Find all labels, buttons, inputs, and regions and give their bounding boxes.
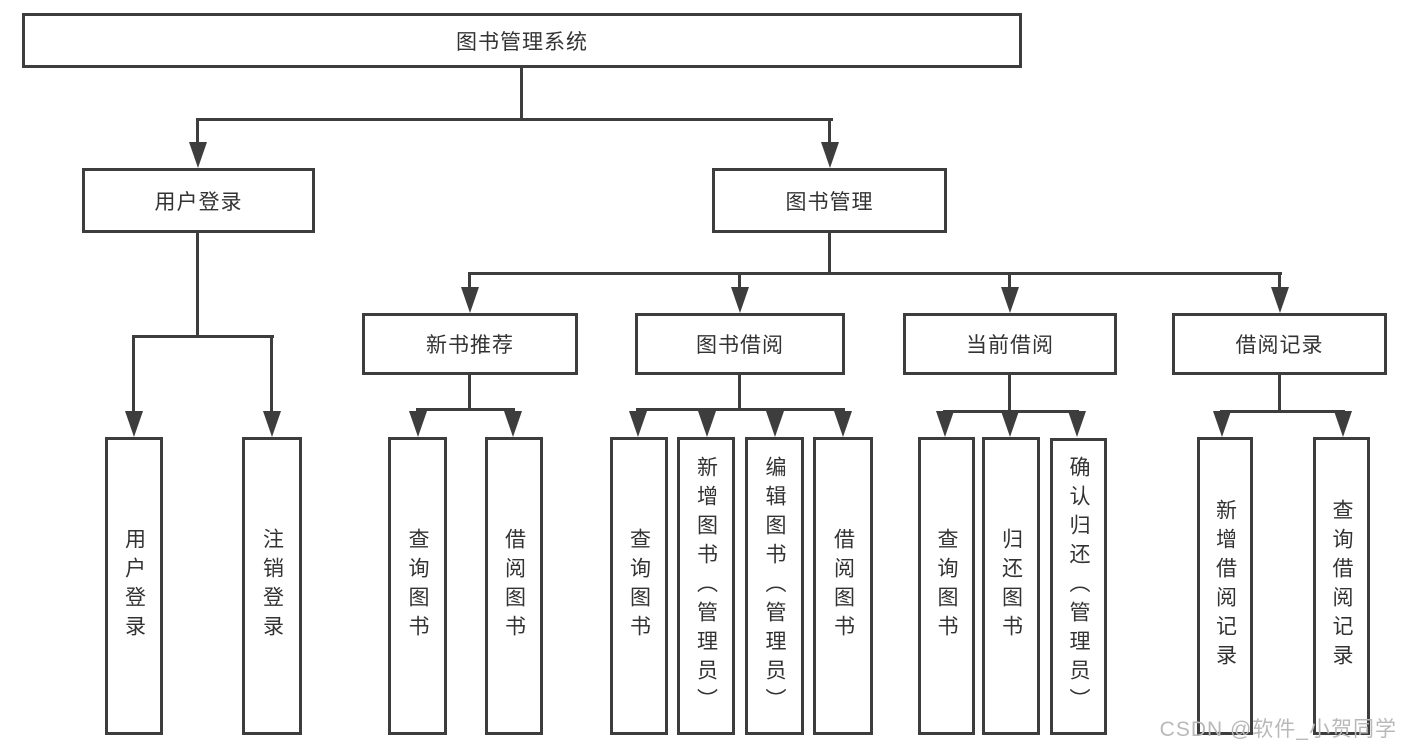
arrowhead-bb-borrow xyxy=(834,411,852,437)
leaf-bb-add-books-admin: 新增图书（管理员） xyxy=(677,437,735,735)
node-book-management: 图书管理 xyxy=(712,168,947,233)
leaf-bb-edit-books-admin: 编辑图书（管理员） xyxy=(745,437,804,735)
arrowhead-cb-return xyxy=(1001,411,1019,437)
connector-drop-book-mgmt xyxy=(828,121,831,144)
connector-drop-borrowing xyxy=(738,275,741,288)
arrowhead-bb-query xyxy=(629,411,647,437)
arrowhead-borrowing xyxy=(731,287,749,313)
connector-drop-records xyxy=(1278,275,1281,288)
arrowhead-new-book xyxy=(461,287,479,313)
leaf-label: 新增图书（管理员） xyxy=(694,455,718,717)
leaf-label: 借阅图书 xyxy=(831,528,855,644)
arrowhead-user-login xyxy=(189,142,207,168)
connector-drop-leaf-login xyxy=(132,338,135,411)
arrowhead-leaf-logout xyxy=(263,411,281,437)
arrowhead-records xyxy=(1271,287,1289,313)
arrowhead-book-mgmt xyxy=(821,142,839,168)
arrowhead-bb-add xyxy=(698,411,716,437)
connector-drop-current xyxy=(1008,275,1011,288)
connector-user-login-bus xyxy=(132,335,274,338)
leaf-bb-query-books: 查询图书 xyxy=(610,437,668,735)
arrowhead-cb-query xyxy=(936,411,954,437)
leaf-nb-borrow-books: 借阅图书 xyxy=(485,437,543,735)
connector-root-stem xyxy=(520,68,523,118)
connector-records-stem xyxy=(1278,375,1281,410)
connector-new-book-stem xyxy=(468,375,471,408)
arrowhead-rec-query xyxy=(1334,411,1352,437)
leaf-rec-query-record: 查询借阅记录 xyxy=(1313,437,1370,735)
connector-user-login-stem xyxy=(196,233,199,335)
connector-drop-new-book xyxy=(468,275,471,288)
node-borrowing-records: 借阅记录 xyxy=(1172,313,1387,375)
leaf-nb-query-books: 查询图书 xyxy=(388,437,447,735)
arrowhead-leaf-login xyxy=(125,411,143,437)
arrowhead-current xyxy=(1001,287,1019,313)
node-book-borrowing: 图书借阅 xyxy=(635,313,845,375)
node-current-borrowing: 当前借阅 xyxy=(903,313,1117,375)
leaf-cb-query-books: 查询图书 xyxy=(918,437,975,735)
connector-drop-user-login xyxy=(196,121,199,144)
node-root: 图书管理系统 xyxy=(22,13,1022,68)
leaf-label: 用户登录 xyxy=(122,528,146,644)
connector-level3-bus xyxy=(468,272,1282,275)
leaf-label: 查询图书 xyxy=(627,528,651,644)
leaf-label: 确认归还（管理员） xyxy=(1067,456,1090,717)
leaf-label: 查询图书 xyxy=(406,528,429,644)
node-user-login: 用户登录 xyxy=(82,168,315,233)
connector-drop-leaf-logout xyxy=(270,338,273,411)
leaf-label: 注销登录 xyxy=(260,528,284,644)
csdn-watermark: CSDN @软件_小贺同学 xyxy=(1159,718,1397,741)
arrowhead-rec-add xyxy=(1213,411,1231,437)
leaf-logout: 注销登录 xyxy=(242,437,302,735)
connector-records-bus xyxy=(1220,410,1345,413)
arrowhead-bb-edit xyxy=(766,411,784,437)
leaf-label: 查询借阅记录 xyxy=(1330,499,1353,673)
node-new-book-recommend: 新书推荐 xyxy=(362,313,578,375)
connector-current-stem xyxy=(1008,375,1011,410)
leaf-label: 归还图书 xyxy=(999,528,1023,644)
leaf-label: 编辑图书（管理员） xyxy=(763,455,786,717)
leaf-rec-add-record: 新增借阅记录 xyxy=(1197,437,1253,735)
leaf-label: 借阅图书 xyxy=(502,528,526,644)
connector-borrowing-stem xyxy=(738,375,741,408)
arrowhead-nb-query xyxy=(409,411,427,437)
connector-level2-bus xyxy=(196,118,833,121)
leaf-bb-borrow-books: 借阅图书 xyxy=(813,437,873,735)
connector-new-book-bus xyxy=(416,408,515,411)
arrowhead-nb-borrow xyxy=(504,411,522,437)
connector-book-mgmt-stem xyxy=(828,233,831,272)
leaf-label: 查询图书 xyxy=(935,528,958,644)
leaf-label: 新增借阅记录 xyxy=(1213,499,1237,673)
leaf-cb-confirm-return-admin: 确认归还（管理员） xyxy=(1050,438,1107,735)
leaf-user-login: 用户登录 xyxy=(105,437,163,735)
leaf-cb-return-books: 归还图书 xyxy=(982,437,1040,735)
arrowhead-cb-confirm xyxy=(1068,411,1086,437)
connector-borrowing-bus xyxy=(636,408,845,411)
